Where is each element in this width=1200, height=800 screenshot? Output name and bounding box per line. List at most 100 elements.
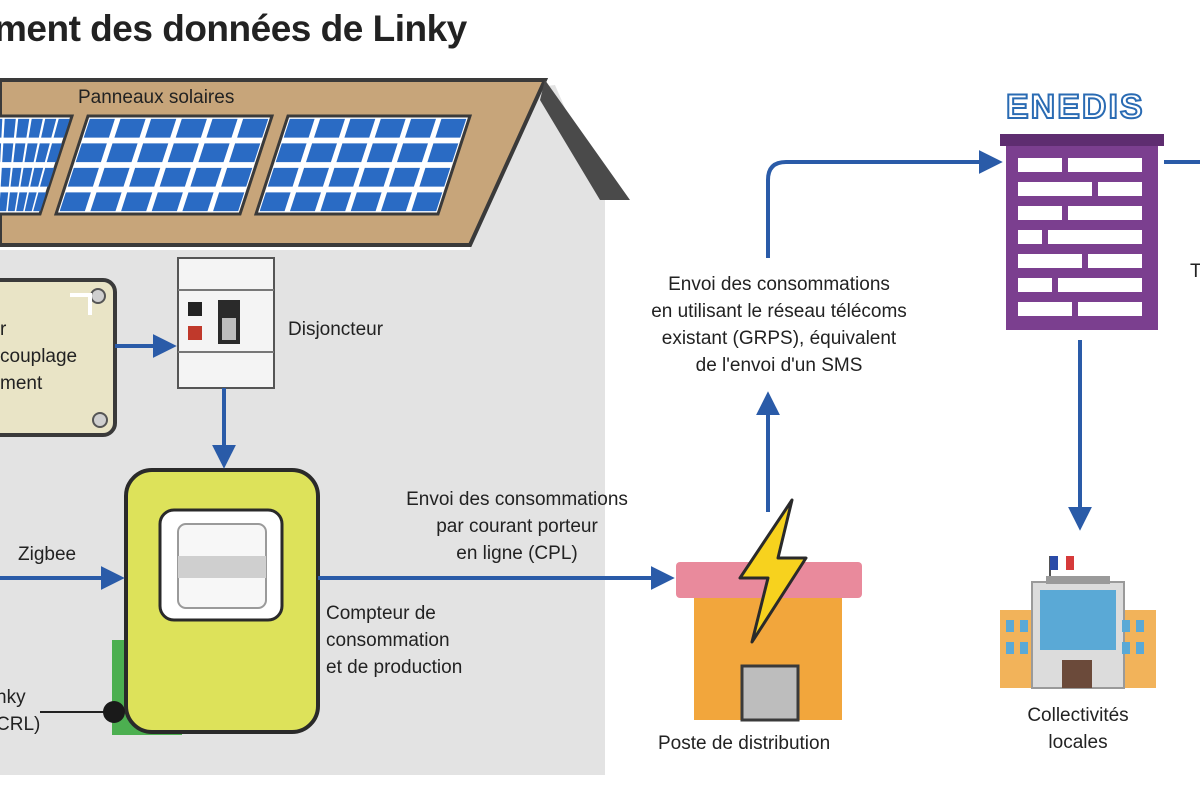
solar-cell	[344, 118, 376, 138]
meter-line: Compteur de	[326, 603, 436, 624]
solar-cell	[0, 192, 9, 212]
solar-cell	[411, 192, 443, 212]
right-edge-label: T	[1190, 261, 1200, 282]
solar-cell	[137, 143, 169, 163]
solar-cell	[306, 143, 337, 163]
solar-cell	[182, 192, 214, 212]
solar-cell	[336, 143, 368, 163]
local-authorities-building	[1000, 556, 1156, 689]
solar-cell	[314, 118, 345, 138]
solar-cell	[16, 192, 28, 212]
left-box-line: couplage	[0, 346, 78, 367]
solar-cell	[20, 167, 33, 187]
page-title: ment des données de Linky	[0, 8, 467, 49]
solar-cell	[229, 143, 261, 163]
solar-cell	[298, 167, 329, 187]
linky-connector-dot	[103, 701, 125, 723]
enedis-window	[1088, 254, 1142, 268]
distribution-label: Poste de distribution	[658, 733, 831, 754]
enedis-window	[1018, 302, 1072, 316]
telecom-line: Envoi des consommations	[668, 274, 890, 295]
solar-cell	[283, 118, 315, 138]
solar-cell	[350, 192, 382, 212]
solar-cell	[121, 192, 153, 212]
solar-cell	[145, 118, 177, 138]
solar-panel	[253, 114, 473, 216]
meter-line: consommation	[326, 630, 450, 651]
linky-line: nky	[0, 687, 26, 708]
solar-cell	[435, 118, 467, 138]
telecom-line: de l'envoi d'un SMS	[695, 355, 863, 376]
solar-cell	[0, 143, 2, 163]
solar-cell	[3, 118, 16, 138]
solar-cell	[24, 192, 37, 212]
telecom-label: Envoi des consommations en utilisant le …	[614, 271, 944, 379]
solar-cell	[98, 167, 130, 187]
breaker-device	[177, 257, 275, 389]
solar-cell	[151, 192, 183, 212]
solar-cell	[35, 143, 50, 163]
solar-cell	[221, 167, 253, 187]
enedis-window	[1018, 182, 1092, 196]
solar-cell	[28, 118, 43, 138]
solar-cell	[259, 192, 291, 212]
solar-cell	[67, 167, 99, 187]
lightning-icon	[738, 498, 808, 644]
solar-cell	[419, 167, 451, 187]
solar-cell	[190, 167, 222, 187]
enedis-window	[1098, 182, 1142, 196]
solar-cell	[114, 118, 146, 138]
solar-panels	[0, 114, 473, 216]
enedis-window	[1018, 206, 1062, 220]
solar-cell	[397, 143, 428, 163]
solar-cell	[358, 167, 390, 187]
left-box-line: ment	[0, 373, 43, 394]
solar-cell	[374, 118, 406, 138]
solar-cell	[75, 143, 107, 163]
solar-cell	[33, 192, 47, 212]
solar-cell	[290, 192, 321, 212]
solar-cell	[40, 167, 55, 187]
left-box-line: r	[0, 319, 7, 340]
linky-line: CRL)	[0, 714, 41, 735]
enedis-window	[1048, 230, 1142, 244]
enedis-window	[1018, 254, 1082, 268]
house-roof-edge	[540, 80, 630, 200]
telecom-line: en utilisant le réseau télécoms	[651, 301, 907, 322]
solar-cell	[0, 118, 3, 138]
solar-cell	[0, 167, 11, 187]
enedis-building	[1000, 134, 1164, 330]
breaker-label: Disjoncteur	[288, 319, 384, 340]
meter-label: Compteur de consommation et de productio…	[326, 600, 462, 681]
cpl-line: Envoi des consommations	[406, 489, 628, 510]
solar-cell	[129, 167, 161, 187]
solar-cell	[10, 167, 22, 187]
solar-cell	[389, 167, 420, 187]
solar-panel	[53, 114, 275, 216]
solar-cell	[320, 192, 352, 212]
enedis-window	[1018, 230, 1042, 244]
solar-cell	[237, 118, 269, 138]
cpl-line: en ligne (CPL)	[456, 543, 578, 564]
solar-cell	[13, 143, 26, 163]
solar-cell	[381, 192, 412, 212]
solar-cell	[366, 143, 398, 163]
local-authorities-line: locales	[1048, 732, 1108, 753]
solar-cell	[275, 143, 307, 163]
solar-cell	[53, 118, 70, 138]
telecom-line: existant (GRPS), équivalent	[661, 328, 897, 349]
solar-cell	[328, 167, 360, 187]
solar-cell	[405, 118, 436, 138]
cpl-label: Envoi des consommations par courant port…	[362, 486, 672, 567]
enedis-window	[1058, 278, 1142, 292]
enedis-window	[1068, 158, 1142, 172]
enedis-window	[1068, 206, 1142, 220]
solar-cell	[167, 143, 199, 163]
solar-cell	[30, 167, 44, 187]
local-authorities-label: Collectivités locales	[990, 702, 1166, 756]
solar-cell	[2, 143, 14, 163]
arrows	[0, 150, 1200, 590]
solar-cell	[159, 167, 191, 187]
solar-cell	[198, 143, 230, 163]
